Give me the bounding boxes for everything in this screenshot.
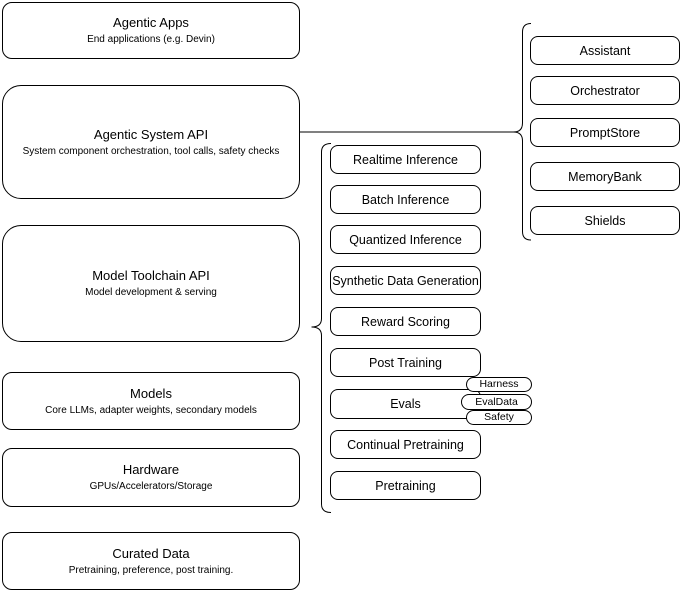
- node-continual-pretraining: Continual Pretraining: [330, 430, 481, 459]
- node-subtitle: System component orchestration, tool cal…: [22, 145, 280, 157]
- node-agentic-apps: Agentic Apps End applications (e.g. Devi…: [2, 2, 300, 59]
- node-models: Models Core LLMs, adapter weights, secon…: [2, 372, 300, 430]
- node-subtitle: GPUs/Accelerators/Storage: [89, 481, 213, 492]
- node-label: Quantized Inference: [349, 232, 462, 247]
- node-reward-scoring: Reward Scoring: [330, 307, 481, 336]
- node-model-toolchain-api: Model Toolchain API Model development & …: [2, 225, 300, 342]
- node-title: Agentic Apps: [113, 15, 189, 30]
- node-subtitle: Model development & serving: [85, 287, 217, 298]
- node-label: Orchestrator: [570, 83, 640, 98]
- node-shields: Shields: [530, 206, 680, 235]
- node-label: Realtime Inference: [353, 152, 458, 167]
- node-label: Continual Pretraining: [347, 437, 464, 452]
- node-label: Evals: [390, 397, 421, 411]
- node-label: Reward Scoring: [361, 314, 450, 329]
- node-post-training: Post Training: [330, 348, 481, 377]
- node-subtitle: Pretraining, preference, post training.: [68, 564, 234, 576]
- node-label: Pretraining: [375, 478, 436, 493]
- node-subtitle: End applications (e.g. Devin): [87, 34, 215, 45]
- node-label: Shields: [584, 213, 626, 228]
- node-promptstore: PromptStore: [530, 118, 680, 147]
- tag-safety: Safety: [466, 410, 532, 425]
- node-realtime-inference: Realtime Inference: [330, 145, 481, 174]
- node-label: Batch Inference: [361, 192, 450, 207]
- tag-evaldata: EvalData: [461, 394, 532, 410]
- node-memorybank: MemoryBank: [530, 162, 680, 191]
- node-assistant: Assistant: [530, 36, 680, 65]
- node-agentic-system-api: Agentic System API System component orch…: [2, 85, 300, 199]
- node-title: Models: [130, 385, 172, 401]
- node-quantized-inference: Quantized Inference: [330, 225, 481, 254]
- node-evals: Evals: [330, 389, 481, 419]
- node-label: PromptStore: [569, 125, 641, 140]
- node-label: Synthetic Data Generation: [332, 273, 479, 288]
- tag-harness: Harness: [466, 377, 532, 392]
- node-pretraining: Pretraining: [330, 471, 481, 500]
- system-components-brace: [513, 23, 532, 241]
- node-orchestrator: Orchestrator: [530, 76, 680, 105]
- node-curated-data: Curated Data Pretraining, preference, po…: [2, 532, 300, 590]
- node-title: Model Toolchain API: [92, 268, 210, 283]
- node-title: Hardware: [122, 462, 180, 477]
- node-subtitle: Core LLMs, adapter weights, secondary mo…: [45, 404, 257, 416]
- node-title: Curated Data: [112, 545, 190, 561]
- node-synthetic-data-generation: Synthetic Data Generation: [330, 266, 481, 295]
- node-label: Post Training: [369, 355, 442, 370]
- toolchain-brace: [311, 143, 332, 513]
- node-batch-inference: Batch Inference: [330, 185, 481, 214]
- node-title: Agentic System API: [93, 126, 209, 142]
- node-hardware: Hardware GPUs/Accelerators/Storage: [2, 448, 300, 507]
- node-label: MemoryBank: [568, 169, 642, 184]
- node-label: Assistant: [579, 43, 631, 58]
